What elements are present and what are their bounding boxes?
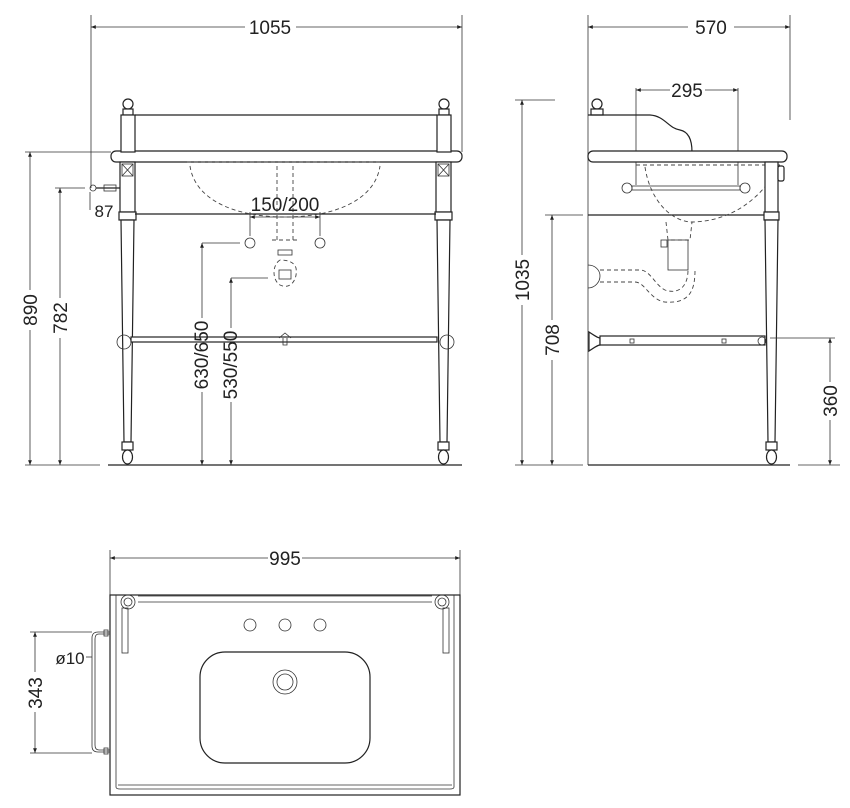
dimension-towel-rail-height: 782 bbox=[51, 188, 72, 465]
dim-label-1035: 1035 bbox=[513, 259, 534, 301]
dimension-waste-height: 530/550 bbox=[221, 277, 268, 465]
countertop bbox=[110, 150, 463, 163]
dim-label-150-200: 150/200 bbox=[251, 195, 320, 216]
right-post bbox=[434, 98, 453, 465]
dim-label-1055: 1055 bbox=[249, 18, 291, 39]
backsplash bbox=[588, 114, 693, 153]
top-view: 995 343 ø10 bbox=[26, 549, 461, 796]
side-shelf-rail bbox=[588, 330, 767, 353]
basin-hidden-outline bbox=[187, 161, 383, 218]
dim-label-890: 890 bbox=[21, 294, 42, 326]
top-towel-rail bbox=[91, 629, 110, 755]
side-countertop bbox=[587, 150, 788, 163]
dimension-overall-depth: 570 bbox=[588, 18, 790, 39]
front-view: 1055 bbox=[21, 15, 463, 466]
dim-label-782: 782 bbox=[51, 302, 72, 334]
dim-label-343: 343 bbox=[26, 677, 47, 709]
dim-label-630-650: 630/650 bbox=[192, 321, 213, 390]
basin-bowl bbox=[199, 651, 371, 764]
dimension-tap-centres: 150/200 bbox=[249, 195, 321, 236]
dim-label-995: 995 bbox=[269, 549, 301, 570]
dim-label-diameter-10: ø10 bbox=[55, 649, 84, 668]
side-leg bbox=[764, 219, 779, 443]
left-post bbox=[118, 98, 137, 465]
dimension-basin-width: 995 bbox=[110, 549, 460, 570]
tap-left bbox=[244, 237, 256, 249]
dim-label-530-550: 530/550 bbox=[221, 331, 242, 400]
dim-label-295: 295 bbox=[671, 81, 703, 102]
drain bbox=[272, 669, 298, 695]
dimension-shelf-height: 360 bbox=[821, 338, 842, 465]
side-basin-hidden bbox=[636, 164, 780, 223]
side-view: 570 295 bbox=[513, 15, 842, 466]
waste-hidden bbox=[272, 166, 298, 241]
dimension-basin-height: 708 bbox=[543, 215, 564, 465]
dimension-towel-rail-span: 343 bbox=[26, 632, 47, 753]
top-outline bbox=[109, 594, 461, 796]
dim-label-570: 570 bbox=[695, 18, 727, 39]
tap-right bbox=[314, 237, 326, 249]
tap-hole-left bbox=[243, 618, 257, 632]
dimension-overall-height: 1035 bbox=[513, 100, 534, 465]
dim-label-708: 708 bbox=[543, 324, 564, 356]
dim-label-87: 87 bbox=[95, 202, 114, 221]
dimension-overall-width: 1055 bbox=[91, 18, 462, 39]
dim-label-360: 360 bbox=[821, 385, 842, 417]
dimension-total-height: 890 bbox=[21, 152, 42, 465]
shelf-rail bbox=[116, 332, 455, 350]
tap-hole-centre bbox=[278, 618, 292, 632]
tap-hole-right bbox=[313, 618, 327, 632]
dimension-tap-outlet-height: 630/650 bbox=[192, 242, 240, 465]
dimension-towel-rail-length: 295 bbox=[635, 81, 739, 185]
side-towel-rail bbox=[621, 182, 751, 194]
towel-rail-end bbox=[89, 184, 120, 192]
